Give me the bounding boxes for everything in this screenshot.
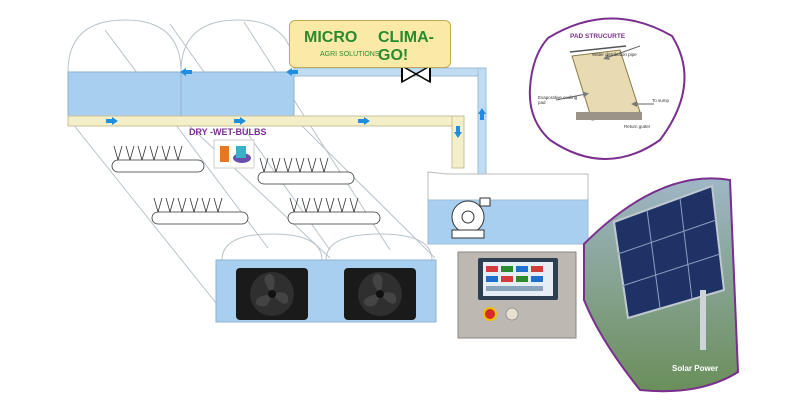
pad-structure-callout	[528, 17, 686, 160]
flow-arrow-up	[478, 108, 486, 120]
brand-name-right: CLIMA-GO!	[378, 29, 434, 64]
flow-arrow-left-2	[286, 68, 298, 76]
brand-name-left: MICRO	[304, 29, 358, 46]
pump-icon	[451, 197, 491, 239]
plant-row-2	[257, 157, 355, 185]
flow-arrow-left-1	[180, 68, 192, 76]
pad-label-sump: To sump	[652, 98, 670, 103]
valve-icon	[401, 64, 431, 84]
solar-panel-icon	[612, 184, 726, 320]
feed-pipe	[67, 115, 459, 127]
flow-arrow-right-2	[234, 117, 246, 125]
pad-label-gutter: Return gutter	[624, 124, 651, 129]
greenhouse-frame	[67, 19, 436, 319]
fan-left-icon	[236, 268, 308, 320]
feed-drop-pipe	[451, 115, 465, 169]
pad-structure-title: PAD STRUCURTE	[570, 33, 626, 40]
emergency-stop-icon	[483, 307, 497, 321]
plant-rows	[111, 145, 381, 225]
flow-arrow-right-1	[106, 117, 118, 125]
plant-row-3	[151, 197, 249, 225]
pad-label-pipe: Water distribution pipe	[592, 52, 637, 57]
plant-row-4	[287, 197, 381, 225]
flow-arrow-right-3	[358, 117, 370, 125]
plant-row-1	[111, 145, 205, 173]
fan-right-icon	[344, 268, 416, 320]
brand-subtitle: AGRI SOLUTIONS	[320, 51, 380, 58]
top-pipe	[293, 67, 485, 77]
flow-arrows	[106, 68, 486, 138]
dry-wet-bulbs-label: DRY -WET-BULBS	[189, 127, 267, 137]
control-panel	[457, 251, 577, 339]
solar-panel-callout	[583, 177, 740, 393]
solar-power-label: Solar Power	[672, 364, 719, 373]
reset-button-icon	[505, 307, 519, 321]
flow-arrow-down	[454, 126, 462, 138]
pad-label-pad: Evaporative cooling pad	[538, 95, 578, 105]
screen-buttons	[486, 266, 543, 291]
exhaust-fans	[215, 233, 437, 323]
brand-logo: MICRO CLIMA-GO! AGRI SOLUTIONS	[289, 20, 451, 68]
dry-wet-bulbs-icon	[213, 139, 255, 169]
